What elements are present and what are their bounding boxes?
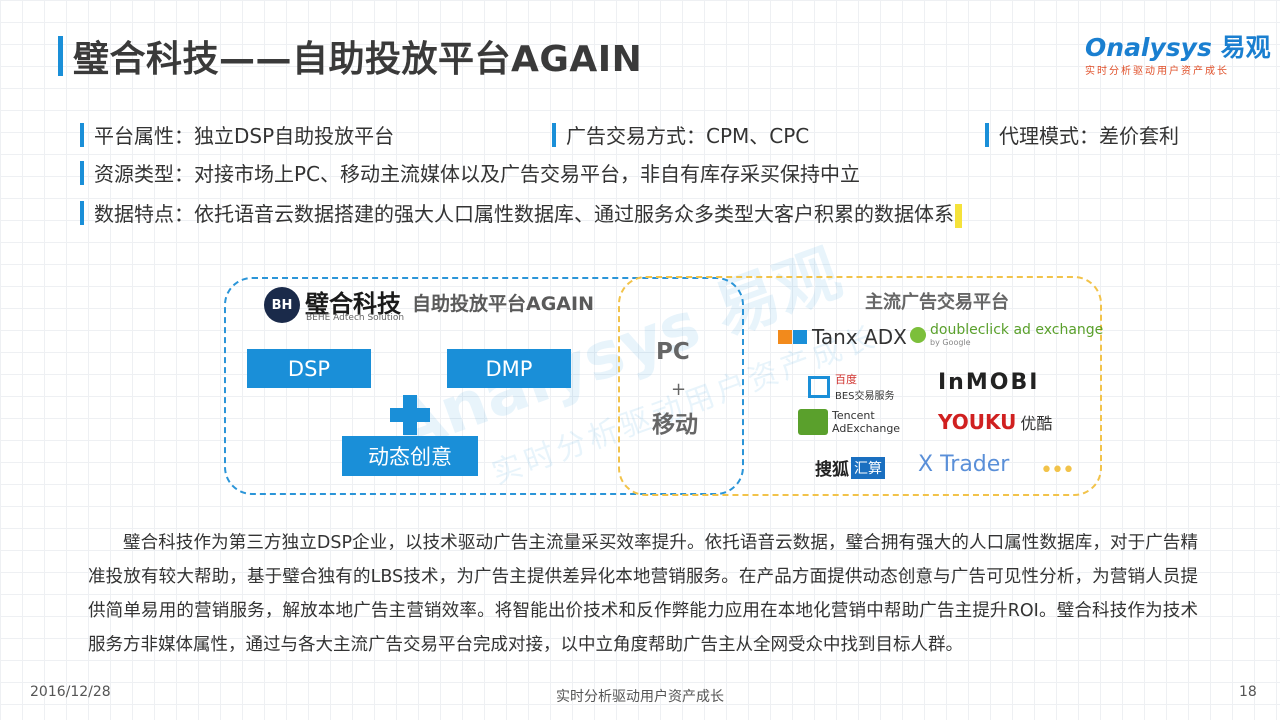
- tanx-adx-logo: Tanx ADX: [778, 325, 907, 349]
- attr-resource-type: 资源类型：对接市场上PC、移动主流媒体以及广告交易平台，非自有库存采买保持中立: [80, 158, 860, 187]
- baidu-sub: BES交易服务: [835, 391, 895, 402]
- dmp-block: DMP: [447, 349, 571, 388]
- mainstream-exchange-title: 主流广告交易平台: [865, 292, 1009, 313]
- tencent-text: Tencent: [832, 409, 875, 422]
- doubleclick-logo: doubleclick ad exchange by Google: [910, 322, 1103, 347]
- youku-text: YOUKU: [938, 410, 1017, 434]
- baidu-mark-icon: [808, 375, 830, 398]
- inmobi-logo: InMOBI: [938, 370, 1039, 395]
- footer-tagline: 实时分析驱动用户资产成长: [556, 689, 724, 705]
- tanx-mark-icon-2: [793, 330, 807, 344]
- company-name: 璧合科技: [305, 290, 401, 318]
- attr-data-feature: 数据特点：依托语音云数据搭建的强大人口属性数据库、通过服务众多类型大客户积累的数…: [80, 198, 962, 228]
- highlight-marker: [955, 203, 962, 228]
- baidu-bes-logo: 百度 BES交易服务: [808, 371, 895, 402]
- youku-logo: YOUKU 优酷: [938, 410, 1052, 434]
- self-service-platform-box: [224, 277, 744, 495]
- youku-cn: 优酷: [1020, 414, 1053, 433]
- doubleclick-mark-icon: [910, 326, 926, 343]
- tanx-mark-icon: [778, 330, 792, 344]
- sohu-box: 汇算: [851, 456, 885, 479]
- xtrader-logo: X Trader: [918, 452, 1009, 477]
- logo-o: O: [1085, 33, 1107, 62]
- sohu-logo: 搜狐 汇算: [815, 455, 885, 480]
- plus-icon: [390, 395, 430, 435]
- xtrader-text: X Trader: [918, 452, 1010, 477]
- inmobi-text: InMOBI: [938, 370, 1040, 395]
- analysys-logo: Onalysys 易观 实时分析驱动用户资产成长: [1085, 28, 1271, 77]
- description-paragraph: 璧合科技作为第三方独立DSP企业，以技术驱动广告主流量采买效率提升。依托语音云数…: [88, 533, 1198, 655]
- attr-platform: 平台属性：独立DSP自助投放平台: [80, 120, 394, 149]
- mobile-label: 移动: [652, 412, 698, 438]
- sohu-text: 搜狐: [815, 460, 849, 480]
- logo-cn: 易观: [1220, 33, 1271, 62]
- tanx-text: Tanx ADX: [812, 325, 907, 349]
- attr-trade-mode: 广告交易方式：CPM、CPC: [552, 120, 809, 149]
- page-title: 璧合科技——自助投放平台AGAIN: [73, 39, 643, 80]
- logo-tagline: 实时分析驱动用户资产成长: [1085, 66, 1229, 77]
- more-partners-icon: •••: [1040, 458, 1075, 483]
- tencent-mark-icon: [798, 409, 828, 435]
- platform-name: 自助投放平台AGAIN: [412, 293, 594, 315]
- company-subtitle: BEHE Adtech Solution: [306, 313, 405, 323]
- dsp-block: DSP: [247, 349, 371, 388]
- page-number: 18: [1239, 684, 1257, 700]
- logo-wordmark: Onalysys 易观: [1085, 28, 1271, 64]
- baidu-text: 百度: [835, 373, 857, 386]
- attr-agency-mode: 代理模式：差价套利: [985, 120, 1179, 149]
- doubleclick-sub: by Google: [930, 338, 971, 347]
- pc-plus: +: [671, 379, 687, 400]
- tencent-adexchange-logo: Tencent AdExchange: [798, 409, 900, 435]
- doubleclick-text: doubleclick ad exchange: [930, 322, 1104, 338]
- tencent-sub: AdExchange: [832, 422, 901, 435]
- dynamic-creative-block: 动态创意: [342, 436, 478, 476]
- pc-label: PC: [656, 339, 690, 365]
- footer-date: 2016/12/28: [30, 684, 111, 700]
- attr-data-feature-text: 数据特点：依托语音云数据搭建的强大人口属性数据库、通过服务众多类型大客户积累的数…: [94, 202, 954, 226]
- logo-en: nalysys: [1106, 33, 1212, 62]
- ad-exchange-box: [618, 276, 1102, 496]
- behe-logo-icon: BH: [264, 287, 300, 323]
- title-accent-bar: [58, 36, 63, 76]
